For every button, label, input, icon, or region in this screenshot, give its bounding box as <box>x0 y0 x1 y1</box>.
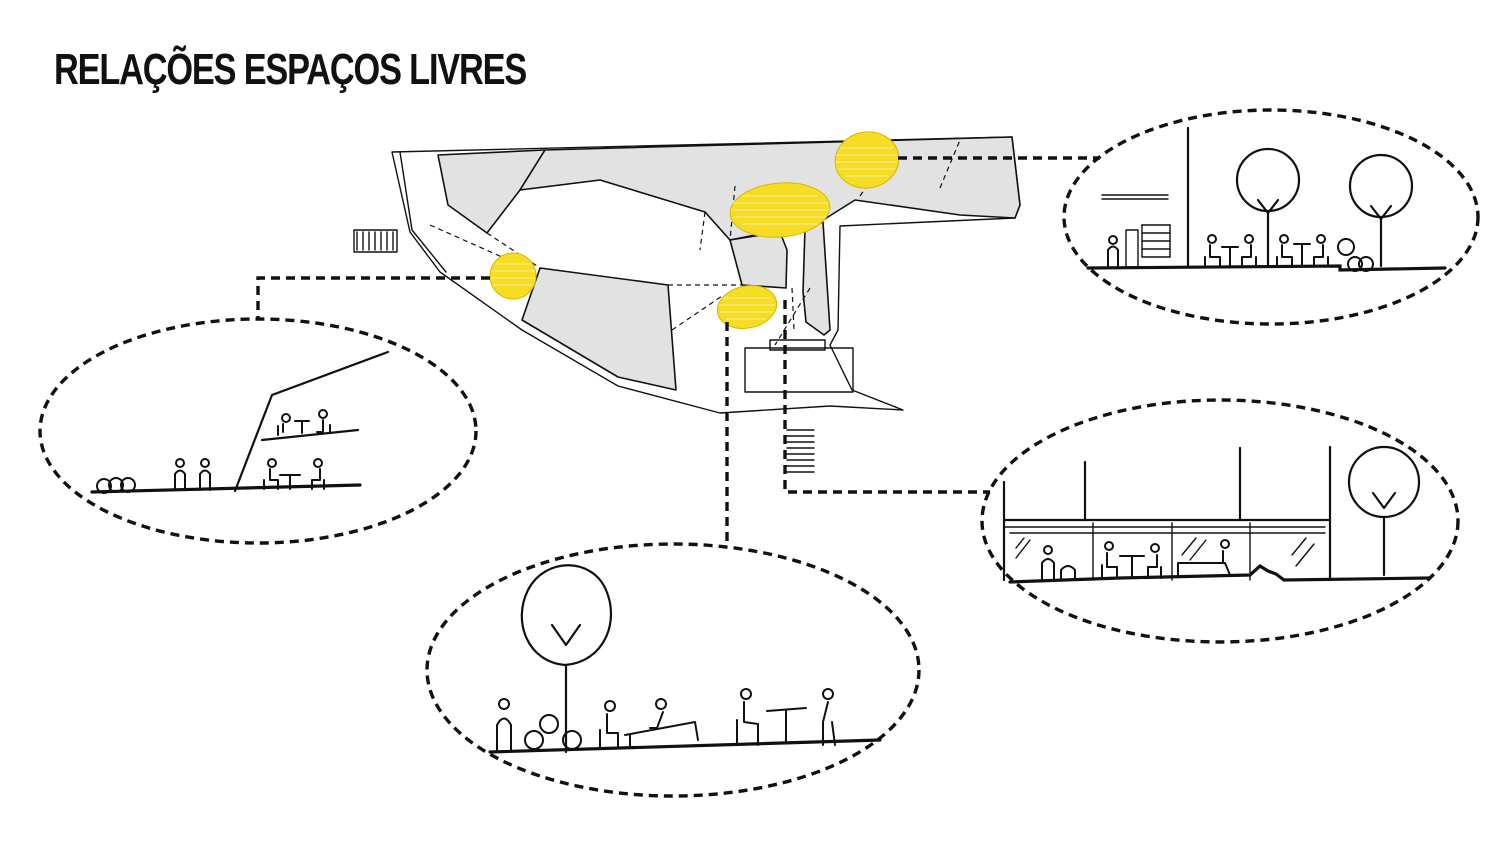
cafe-table-icon <box>1276 234 1329 267</box>
person-icon <box>199 458 211 491</box>
section-northeast-bubble <box>1062 108 1480 326</box>
cafe-table-icon <box>263 458 325 490</box>
tree-icon <box>1235 147 1301 268</box>
highlight-south <box>716 285 778 329</box>
section-southeast-bubble <box>980 398 1460 644</box>
tree-icon <box>520 564 613 754</box>
crosswalk-west <box>353 229 398 253</box>
highlight-northeast <box>834 131 900 189</box>
person-sitting-icon <box>599 700 619 749</box>
person-icon <box>1060 565 1076 581</box>
section-south-bubble <box>425 542 921 798</box>
section-west-bubble <box>38 317 478 545</box>
person-sitting-icon <box>1177 539 1231 576</box>
person-icon <box>496 698 512 751</box>
building-block-east <box>802 221 831 336</box>
person-icon <box>174 458 186 491</box>
cafe-table-icon <box>277 409 331 436</box>
person-icon <box>1107 235 1119 267</box>
building-block-north <box>437 149 546 234</box>
cafe-table-icon <box>1204 234 1257 267</box>
page-title: RELAÇÕES ESPAÇOS LIVRES <box>54 45 527 94</box>
bench-icon <box>624 698 699 749</box>
highlight-center <box>729 182 831 238</box>
leader-lines <box>256 156 1100 545</box>
bicycle-icon <box>1337 238 1374 272</box>
tree-icon <box>1347 445 1421 577</box>
site-plan <box>353 131 1021 473</box>
cafe-table-icon <box>1101 541 1162 579</box>
tree-icon <box>1348 153 1414 268</box>
building-block-center <box>729 231 788 289</box>
bicycle-icon <box>524 714 582 750</box>
building-block-south <box>521 267 677 391</box>
crosswalk-south <box>786 429 815 473</box>
person-icon <box>1041 545 1055 581</box>
cafe-table-icon <box>736 688 836 746</box>
highlight-west <box>489 252 537 300</box>
